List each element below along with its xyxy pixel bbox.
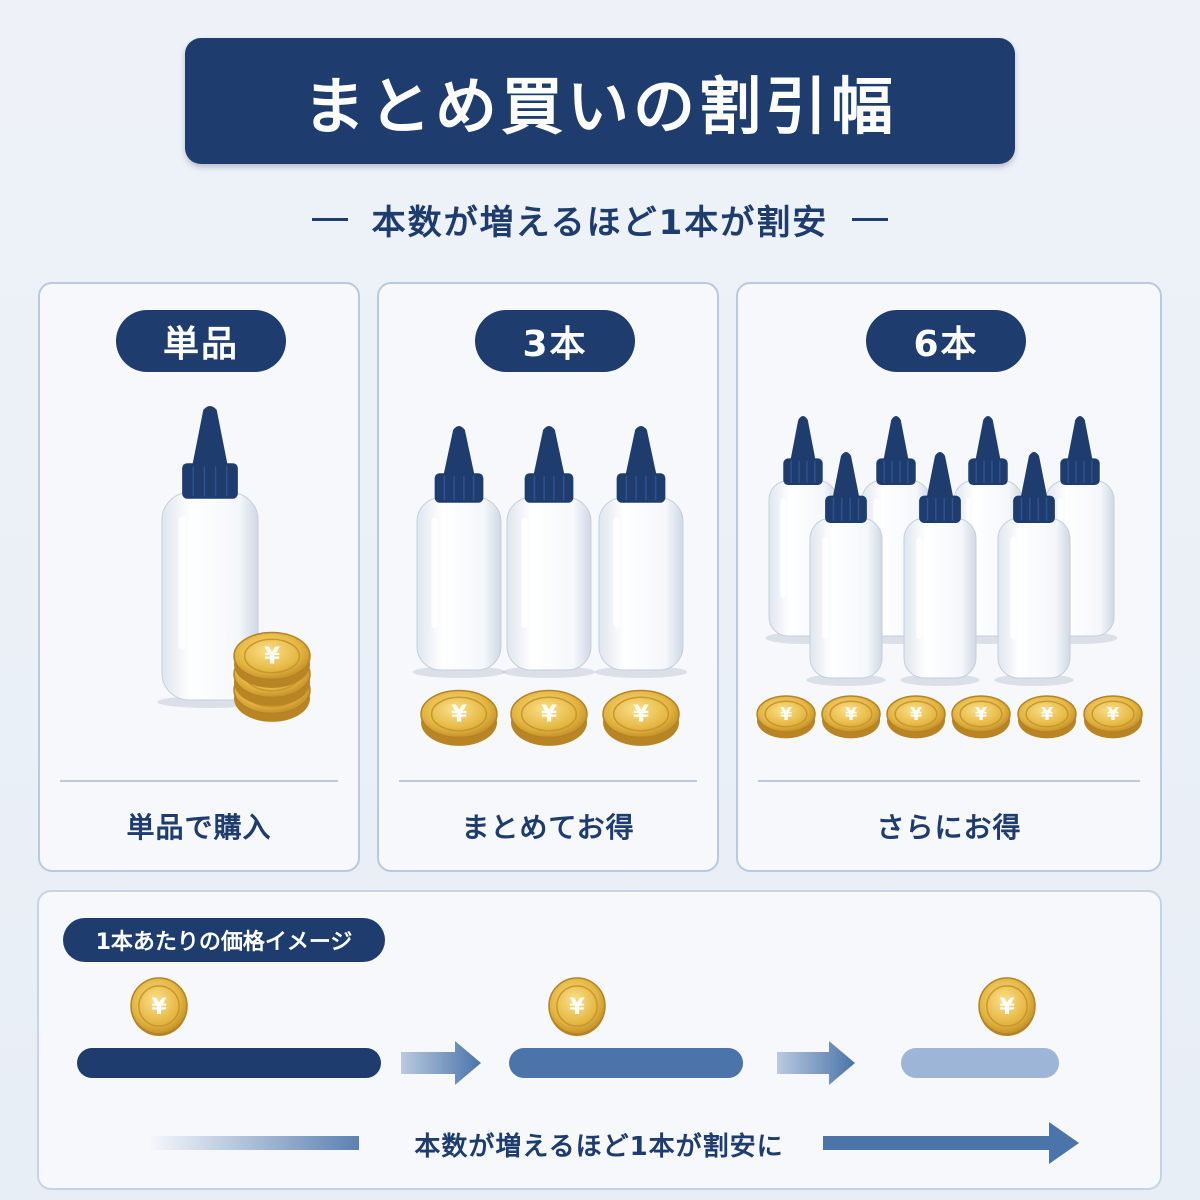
- card-divider: [399, 780, 697, 782]
- card-illustration: ¥ ¥ ¥: [412, 426, 688, 746]
- progress-line-left: [149, 1136, 359, 1150]
- per-unit-label: 1本あたりの価格イメージ: [95, 930, 353, 955]
- per-unit-footer: 本数が増えるほど1本が割安に: [414, 1131, 784, 1162]
- svg-text:¥: ¥: [264, 644, 280, 670]
- yen-coin-icon: ¥: [1017, 695, 1077, 739]
- card-label: 6本: [913, 324, 979, 365]
- title-banner: まとめ買いの割引幅: [185, 38, 1015, 164]
- yen-coin-icon: ¥: [1083, 695, 1143, 739]
- price-bar: [901, 1048, 1060, 1078]
- svg-text:¥: ¥: [541, 702, 557, 728]
- bottle-icon: [594, 426, 688, 678]
- card-caption: さらにお得: [876, 811, 1022, 844]
- card-label: 3本: [522, 324, 588, 365]
- yen-coin-icon: ¥: [602, 689, 680, 746]
- yen-coin-icon: ¥: [420, 689, 498, 746]
- bottle-icon: [900, 452, 980, 686]
- card-six: 6本 ¥ ¥ ¥ ¥ ¥ ¥ さらにお得: [736, 282, 1162, 872]
- price-bar: [509, 1048, 744, 1078]
- card-caption: まとめてお得: [461, 811, 635, 844]
- svg-text:¥: ¥: [780, 705, 792, 725]
- svg-text:¥: ¥: [1041, 705, 1053, 725]
- yen-coin-icon: ¥: [756, 695, 816, 739]
- arrow-right-icon: [777, 1041, 855, 1085]
- svg-text:¥: ¥: [999, 994, 1015, 1020]
- yen-coin-icon: ¥: [510, 689, 588, 746]
- per-unit-price-panel: 1本あたりの価格イメージ ¥ ¥ ¥ 本数が増えるほど1本が割安に: [37, 890, 1162, 1190]
- svg-text:¥: ¥: [1107, 705, 1119, 725]
- svg-text:¥: ¥: [975, 705, 987, 725]
- arrow-right-icon: [823, 1122, 1079, 1164]
- card-caption: 単品で購入: [126, 811, 272, 844]
- subtitle-row: 本数が増えるほど1本が割安: [0, 192, 1200, 246]
- arrow-right-icon: [401, 1041, 481, 1085]
- subtitle-dash-right: [852, 217, 889, 221]
- card-divider: [758, 780, 1140, 782]
- yen-coin-icon: ¥: [951, 695, 1011, 739]
- price-bar: [77, 1048, 381, 1078]
- yen-coin-icon: ¥: [886, 695, 946, 739]
- card-label-pill: 6本: [866, 310, 1026, 372]
- yen-coin-icon: ¥: [548, 977, 606, 1036]
- bottle-icon: [994, 452, 1074, 686]
- per-unit-bars: ¥ ¥ ¥: [77, 977, 1079, 1164]
- card-divider: [60, 780, 338, 782]
- svg-text:¥: ¥: [151, 994, 167, 1020]
- svg-text:¥: ¥: [451, 702, 467, 728]
- bottle-icon: [412, 426, 506, 678]
- yen-coin-icon: ¥: [978, 977, 1036, 1036]
- subtitle-dash-left: [311, 217, 348, 221]
- yen-coin-icon: ¥: [130, 977, 188, 1036]
- card-label: 単品: [162, 324, 239, 365]
- svg-text:¥: ¥: [569, 994, 585, 1020]
- card-label-pill: 3本: [475, 310, 635, 372]
- yen-coin-icon: ¥: [821, 695, 881, 739]
- card-three: 3本 ¥ ¥ ¥ まとめてお得: [377, 282, 719, 872]
- per-unit-label-pill: 1本あたりの価格イメージ: [63, 918, 385, 962]
- bottle-icon: [502, 426, 596, 678]
- page-title: まとめ買いの割引幅: [302, 70, 897, 143]
- yen-coin-icon: ¥: [233, 631, 311, 688]
- svg-text:¥: ¥: [633, 702, 649, 728]
- card-label-pill: 単品: [116, 310, 286, 372]
- subtitle-text: 本数が増えるほど1本が割安: [371, 202, 829, 243]
- bottle-icon: [806, 452, 886, 686]
- svg-text:¥: ¥: [845, 705, 857, 725]
- card-illustration: ¥: [157, 406, 311, 722]
- bottle-icon: [157, 406, 263, 708]
- card-illustration: ¥ ¥ ¥ ¥ ¥ ¥: [756, 416, 1143, 739]
- card-single: 単品 ¥ 単品で購入: [38, 282, 360, 872]
- svg-text:¥: ¥: [910, 705, 922, 725]
